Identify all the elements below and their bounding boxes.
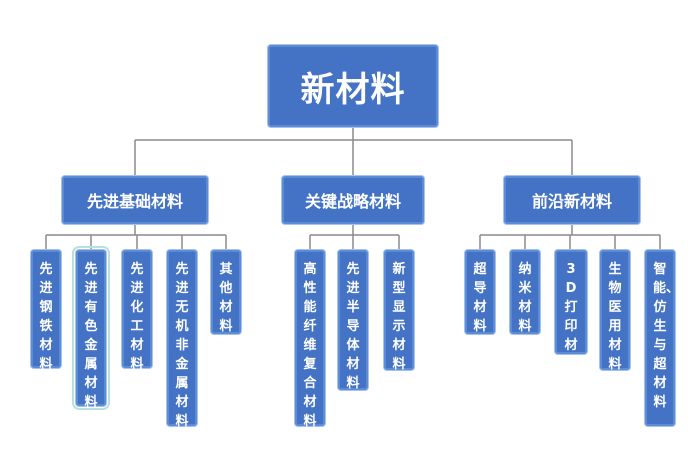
leaf-label: 先进钢铁材料 bbox=[39, 262, 53, 372]
leaf-biomedical: 生物医用材料 bbox=[600, 250, 630, 372]
root-node: 新材料 bbox=[268, 45, 438, 127]
leaf-label: 先进化工材料 bbox=[130, 262, 144, 372]
leaf-other: 其他材料 bbox=[211, 250, 241, 334]
category-key-strategic: 关键战略材料 bbox=[282, 176, 424, 224]
leaf-label: 3D打印材料 bbox=[564, 262, 578, 372]
leaf-superconducting: 超导材料 bbox=[465, 250, 495, 334]
leaf-new-display: 新型显示材料 bbox=[384, 250, 414, 372]
leaf-label: 智能、仿生与超材料 bbox=[653, 262, 680, 410]
leaf-advanced-steel: 先进钢铁材料 bbox=[31, 250, 61, 372]
root-label: 新材料 bbox=[300, 69, 406, 110]
leaf-label: 高性能纤维复合材料 bbox=[303, 262, 317, 429]
leaf-label: 超导材料 bbox=[473, 262, 487, 334]
leaf-label: 先进半导体材料 bbox=[346, 262, 360, 391]
leaf-advanced-chemical: 先进化工材料 bbox=[122, 250, 152, 372]
leaf-smart-biomimetic-meta: 智能、仿生与超材料 bbox=[645, 250, 680, 426]
leaf-advanced-semiconductor: 先进半导体材料 bbox=[338, 250, 368, 391]
category-label: 先进基础材料 bbox=[86, 192, 183, 211]
leaf-high-performance-fiber: 高性能纤维复合材料 bbox=[295, 250, 325, 429]
category-frontier: 前沿新材料 bbox=[504, 176, 640, 224]
leaf-3d-printing: 3D打印材料 bbox=[555, 250, 587, 372]
leaf-label: 生物医用材料 bbox=[608, 262, 622, 372]
category-label: 前沿新材料 bbox=[531, 192, 612, 211]
leaf-nano: 纳米材料 bbox=[510, 250, 540, 334]
leaf-label: 新型显示材料 bbox=[392, 262, 406, 372]
leaf-label: 纳米材料 bbox=[518, 262, 532, 334]
leaf-label: 先进有色金属材料 bbox=[84, 262, 98, 410]
leaf-advanced-nonferrous: 先进有色金属材料 bbox=[72, 246, 110, 410]
category-label: 关键战略材料 bbox=[304, 192, 401, 211]
category-advanced-basic: 先进基础材料 bbox=[62, 176, 208, 224]
leaf-label: 先进无机非金属材料 bbox=[175, 262, 189, 429]
leaf-advanced-inorganic: 先进无机非金属材料 bbox=[167, 250, 197, 429]
leaf-label: 其他材料 bbox=[219, 262, 233, 334]
